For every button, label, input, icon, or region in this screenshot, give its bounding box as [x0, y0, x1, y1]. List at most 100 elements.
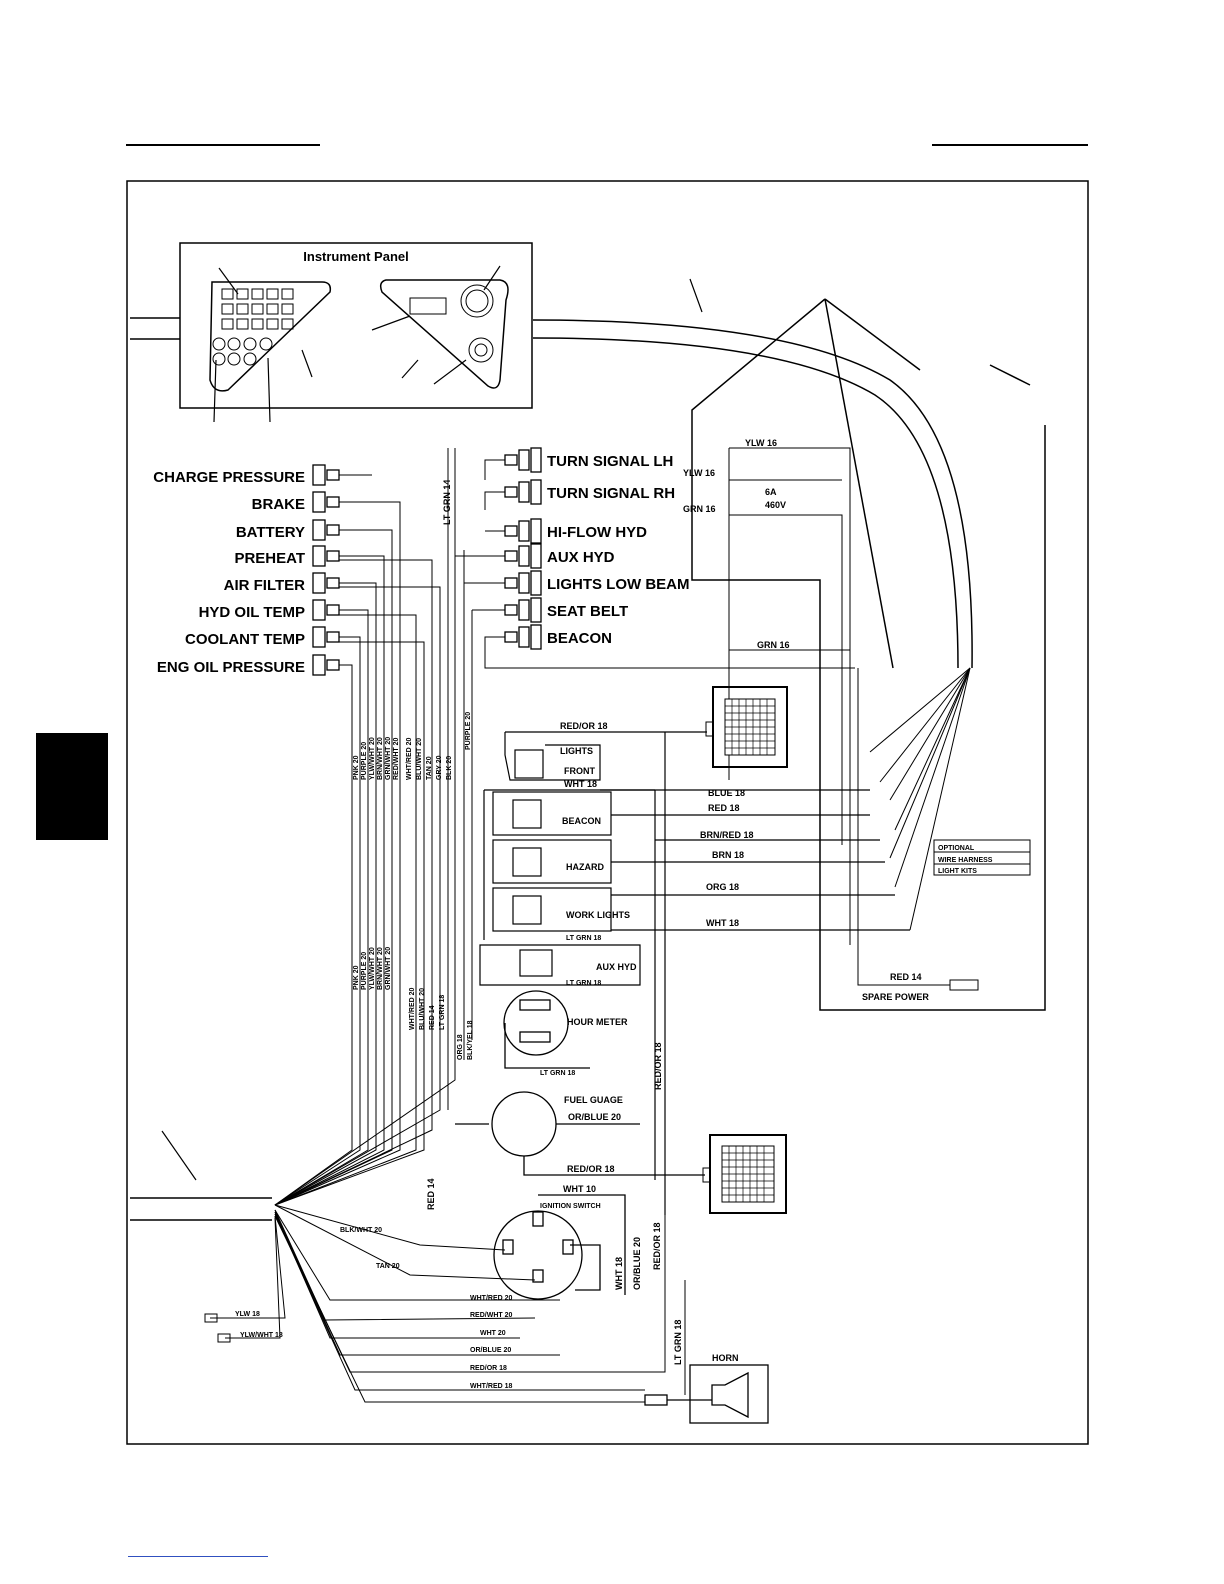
wire-ylw-wht18: YLW/WHT 18 [240, 1332, 283, 1339]
sensor-label-air-filter: AIR FILTER [224, 577, 306, 594]
svg-text:GRY 20: GRY 20 [436, 755, 443, 780]
svg-text:PNK 20: PNK 20 [353, 755, 360, 780]
output-label-turn-signal-rh: TURN SIGNAL RH [547, 485, 675, 502]
ignition-switch-label: IGNITION SWITCH [540, 1203, 601, 1210]
output-label-beacon: BEACON [547, 630, 612, 647]
hour-meter [503, 990, 590, 1069]
svg-text:WHT/RED 20: WHT/RED 20 [409, 988, 416, 1031]
svg-text:BLU/WHT 20: BLU/WHT 20 [416, 738, 423, 780]
wire-red18: RED 18 [708, 803, 740, 813]
wire-ylw18: YLW 18 [235, 1311, 260, 1318]
header-rule-left [126, 144, 320, 146]
svg-text:ORG 18: ORG 18 [457, 1034, 464, 1060]
horn-label: HORN [712, 1353, 739, 1363]
svg-text:GRN/WHT 20: GRN/WHT 20 [385, 737, 392, 780]
wire-red-or18-v2: RED/OR 18 [652, 1222, 662, 1270]
svg-text:BRN/WHT 20: BRN/WHT 20 [377, 737, 384, 780]
svg-text:PNK 20: PNK 20 [353, 965, 360, 990]
wire-wht18: WHT 18 [706, 918, 739, 928]
instrument-panel: Instrument Panel [161, 242, 703, 1181]
sensor-label-eng-oil-pressure: ENG OIL PRESSURE [157, 659, 305, 676]
svg-text:BLK/WHT 20: BLK/WHT 20 [340, 1227, 382, 1234]
wire-wht10: WHT 10 [563, 1184, 596, 1194]
instrument-panel-title: Instrument Panel [303, 249, 408, 264]
optional-line-3: LIGHT KITS [938, 868, 977, 875]
flasher-volts: 460V [765, 500, 786, 510]
horn [644, 1364, 769, 1424]
hour-meter-label: HOUR METER [567, 1017, 628, 1027]
work-light-top [705, 686, 788, 768]
svg-text:TAN 20: TAN 20 [376, 1263, 400, 1270]
svg-text:BRN/WHT 20: BRN/WHT 20 [377, 947, 384, 990]
switch-bank [479, 731, 910, 1215]
output-label-aux-hyd: AUX HYD [547, 549, 615, 566]
svg-text:TAN 20: TAN 20 [426, 756, 433, 780]
svg-text:RED/WHT 20: RED/WHT 20 [470, 1312, 513, 1319]
sensor-trunk-wires [274, 448, 473, 1206]
wire-brn18: BRN 18 [712, 850, 744, 860]
wire-ylw16-top: YLW 16 [745, 438, 777, 448]
sensor-label-preheat: PREHEAT [234, 550, 305, 567]
switch-aux-hyd: AUX HYD [596, 962, 637, 972]
sensor-connectors [312, 464, 340, 676]
svg-text:RED/OR 18: RED/OR 18 [470, 1365, 507, 1372]
wire-lt-grn18-c: LT GRN 18 [540, 1070, 575, 1077]
svg-text:BLK/YEL 18: BLK/YEL 18 [467, 1020, 474, 1060]
svg-text:WHT/RED 20: WHT/RED 20 [470, 1295, 513, 1302]
wire-red-or18-bot: RED/OR 18 [567, 1164, 615, 1174]
wire-blue18: BLUE 18 [708, 788, 745, 798]
switch-front: FRONT [564, 766, 595, 776]
trunk-wire-labels: PNK 20 PURPLE 20 YLW/WHT 20 BRN/WHT 20 G… [353, 712, 474, 1060]
output-wires [455, 447, 855, 945]
svg-text:RED 14: RED 14 [429, 1005, 436, 1030]
switch-hazard: HAZARD [566, 862, 604, 872]
output-label-seat-belt: SEAT BELT [547, 603, 628, 620]
diagram-frame [126, 180, 1089, 1445]
harness-fan-bottom [204, 1180, 666, 1403]
svg-text:BLK 20: BLK 20 [446, 756, 453, 780]
svg-text:YLW/WHT 20: YLW/WHT 20 [369, 737, 376, 780]
svg-text:GRN/WHT 20: GRN/WHT 20 [385, 947, 392, 990]
flasher-amps: 6A [765, 487, 777, 497]
work-light-bottom [702, 1134, 787, 1214]
svg-text:BLU/WHT 20: BLU/WHT 20 [419, 988, 426, 1030]
svg-text:YLW/WHT 20: YLW/WHT 20 [369, 947, 376, 990]
optional-wire-harness-box [933, 839, 1031, 876]
sensor-label-brake: BRAKE [252, 496, 305, 513]
svg-text:LT GRN 18: LT GRN 18 [439, 995, 446, 1030]
header-rule-right [932, 144, 1088, 146]
wire-lt-grn18-b: LT GRN 18 [566, 980, 601, 987]
svg-text:RED/WHT 20: RED/WHT 20 [393, 738, 400, 781]
wire-lt-grn18-v: LT GRN 18 [673, 1320, 683, 1365]
wire-lt-grn14: LT GRN 14 [442, 480, 452, 525]
fuel-gauge-label: FUEL GUAGE [564, 1095, 623, 1105]
wire-red14-v: RED 14 [426, 1178, 436, 1210]
output-connectors [504, 447, 542, 650]
sensor-label-battery: BATTERY [236, 524, 305, 541]
wire-or-blue20-v: OR/BLUE 20 [632, 1237, 642, 1290]
switch-work-lights: WORK LIGHTS [566, 910, 630, 920]
wire-ylw16: YLW 16 [683, 468, 715, 478]
ignition-switch [493, 1194, 626, 1300]
sensor-label-coolant-temp: COOLANT TEMP [185, 631, 305, 648]
svg-text:WHT/RED 20: WHT/RED 20 [406, 738, 413, 781]
switch-lights: LIGHTS [560, 746, 593, 756]
wire-grn16-b: GRN 16 [757, 640, 790, 650]
optional-line-2: WIRE HARNESS [938, 857, 993, 864]
switch-beacon: BEACON [562, 816, 601, 826]
optional-line-1: OPTIONAL [938, 845, 975, 852]
wire-red-or18-v: RED/OR 18 [653, 1042, 663, 1090]
wire-grn16-a: GRN 16 [683, 504, 716, 514]
wire-red14-spare: RED 14 [890, 972, 922, 982]
sensor-label-hyd-oil-temp: HYD OIL TEMP [199, 604, 305, 621]
output-label-lights-low-beam: LIGHTS LOW BEAM [547, 576, 690, 593]
wire-wht18-v: WHT 18 [614, 1257, 624, 1290]
wire-org18: ORG 18 [706, 882, 739, 892]
output-label-hi-flow-hyd: HI-FLOW HYD [547, 524, 647, 541]
bottom-fan-labels: BLK/WHT 20 TAN 20 WHT/RED 20 RED/WHT 20 … [340, 1227, 513, 1390]
svg-text:WHT/RED 18: WHT/RED 18 [470, 1383, 513, 1390]
svg-text:PURPLE 20: PURPLE 20 [361, 742, 368, 780]
fuel-gauge [455, 1091, 705, 1176]
svg-text:PURPLE 20: PURPLE 20 [465, 712, 472, 750]
